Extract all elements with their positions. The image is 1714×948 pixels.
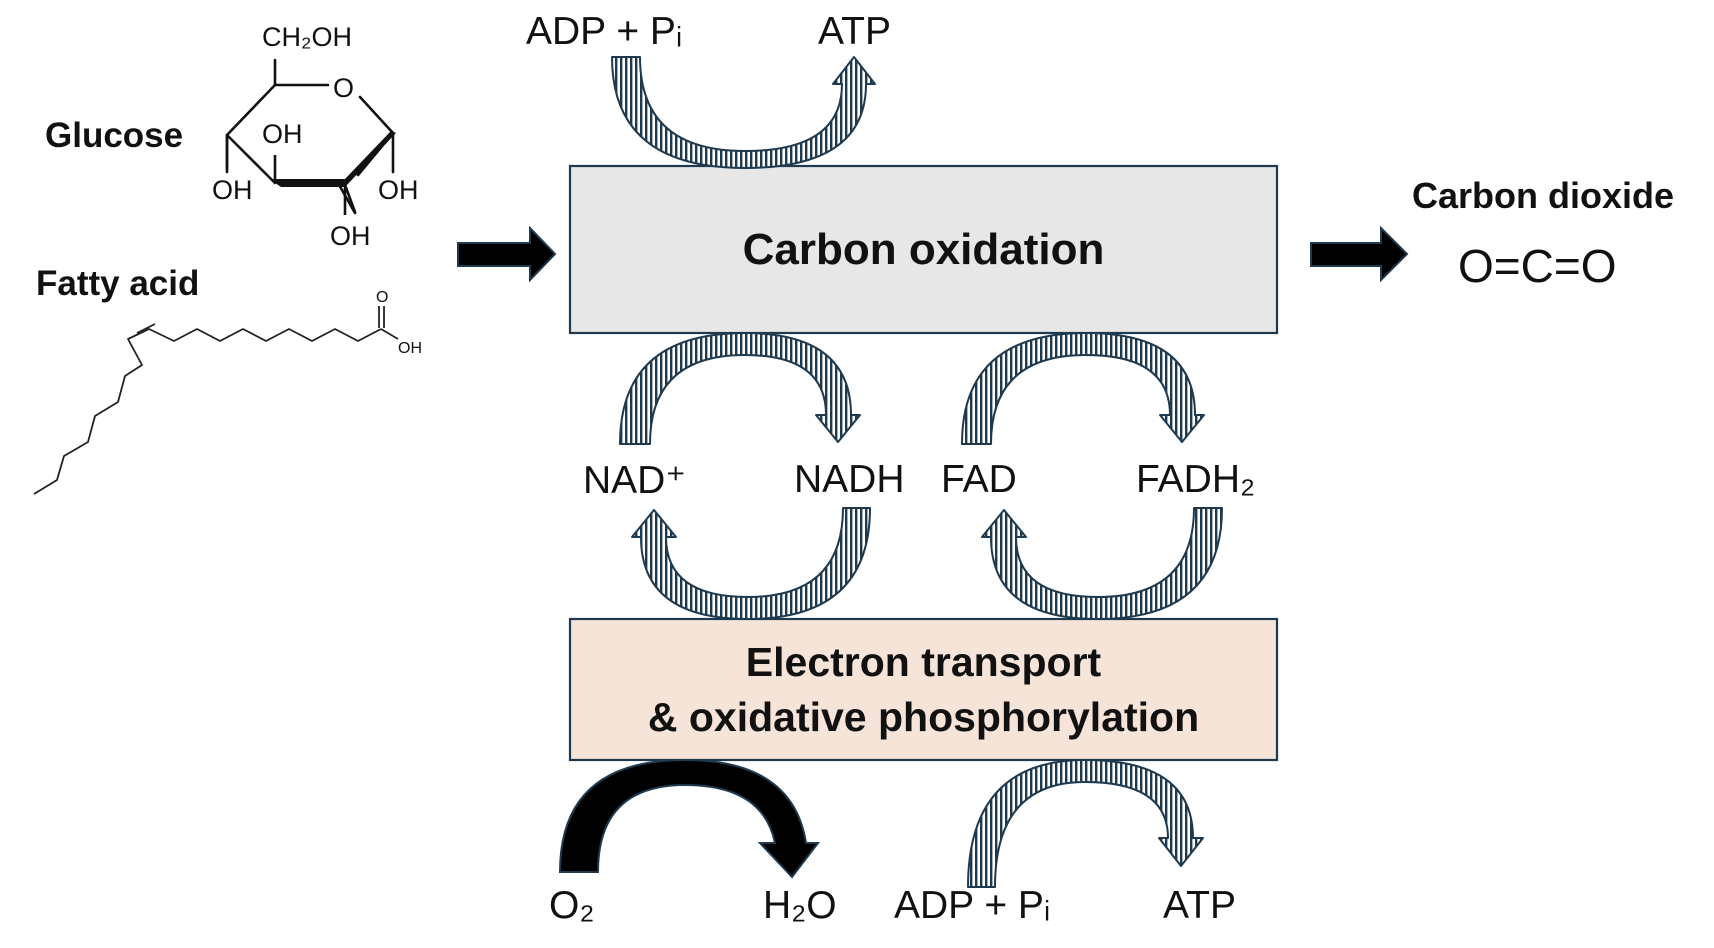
glucose-oh-c1: OH (378, 175, 419, 205)
carbon-dioxide-label: Carbon dioxide (1412, 175, 1675, 216)
carbon-dioxide-formula: O=C=O (1458, 240, 1617, 292)
fadh2-to-fad-arrow (981, 507, 1223, 620)
bottom-atp-arrow (967, 759, 1204, 888)
glucose-label: Glucose (45, 116, 184, 155)
glucose-ch2oh-label: CH₂OH (262, 22, 352, 52)
carbon-oxidation-title: Carbon oxidation (742, 225, 1105, 274)
glucose-oh-c3: OH (212, 175, 253, 205)
output-arrow (1310, 225, 1409, 283)
glucose-oh-c4: OH (262, 119, 303, 149)
fatty-acid-oh: OH (398, 340, 422, 357)
fatty-acid-structure (33, 306, 399, 495)
hatched-arrows (611, 56, 1223, 888)
carbon-oxidation-box (568, 164, 1279, 335)
fad-label: FAD (941, 458, 1017, 501)
nad-plus-label: NAD⁺ (583, 459, 686, 502)
electron-transport-title-line2: & oxidative phosphorylation (647, 694, 1200, 740)
nadh-label: NADH (794, 458, 905, 501)
top-atp-arrow (611, 56, 876, 169)
input-arrow (457, 225, 557, 283)
atp-bottom-label: ATP (1163, 884, 1236, 927)
fadh2-label: FADH₂ (1136, 458, 1256, 501)
glucose-oh-c2: OH (330, 221, 371, 251)
electron-transport-title-line1: Electron transport (745, 639, 1102, 685)
glucose-wedges (227, 131, 396, 187)
adp-pi-bottom-label: ADP + Pᵢ (894, 884, 1051, 927)
adp-pi-top-label: ADP + Pᵢ (526, 10, 683, 53)
glucose-bonds-2 (225, 135, 347, 215)
oxygen-to-water-arrow (558, 758, 821, 879)
fatty-acid-label: Fatty acid (36, 264, 200, 303)
water-label: H₂O (763, 884, 837, 927)
oxygen-label: O₂ (549, 884, 595, 927)
fatty-acid-carbonyl-o: O (376, 289, 388, 306)
electron-transport-box (568, 617, 1279, 762)
glucose-ring-oxygen-label: O (333, 73, 354, 103)
nadh-to-nad-arrow (631, 507, 871, 620)
nad-to-nadh-arrow (619, 332, 861, 445)
fad-to-fadh2-arrow (961, 332, 1205, 445)
atp-top-label: ATP (818, 10, 891, 53)
